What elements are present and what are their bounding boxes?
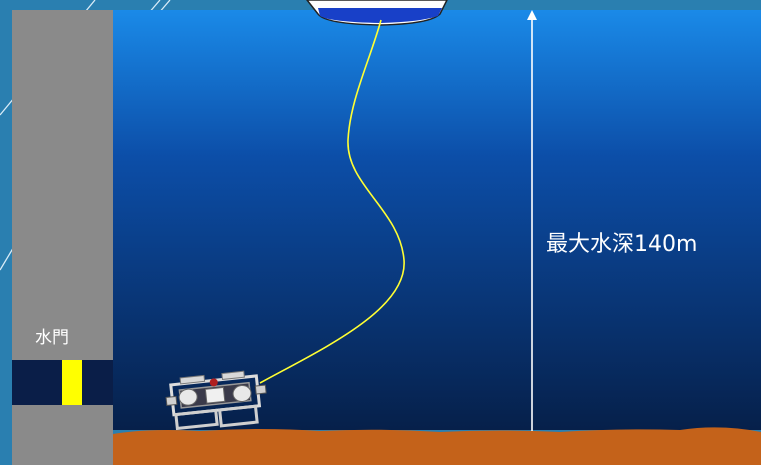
gate-label: 水門 <box>35 328 69 348</box>
rov-icon <box>165 370 267 431</box>
tether-cable <box>259 19 405 384</box>
max-depth-label: 最大水深140m <box>546 232 698 257</box>
boat-icon <box>306 0 448 26</box>
wall-lower <box>12 405 113 465</box>
seabed <box>113 427 761 465</box>
gate-door <box>62 360 82 405</box>
water <box>113 10 761 430</box>
wall-upper <box>12 10 113 360</box>
